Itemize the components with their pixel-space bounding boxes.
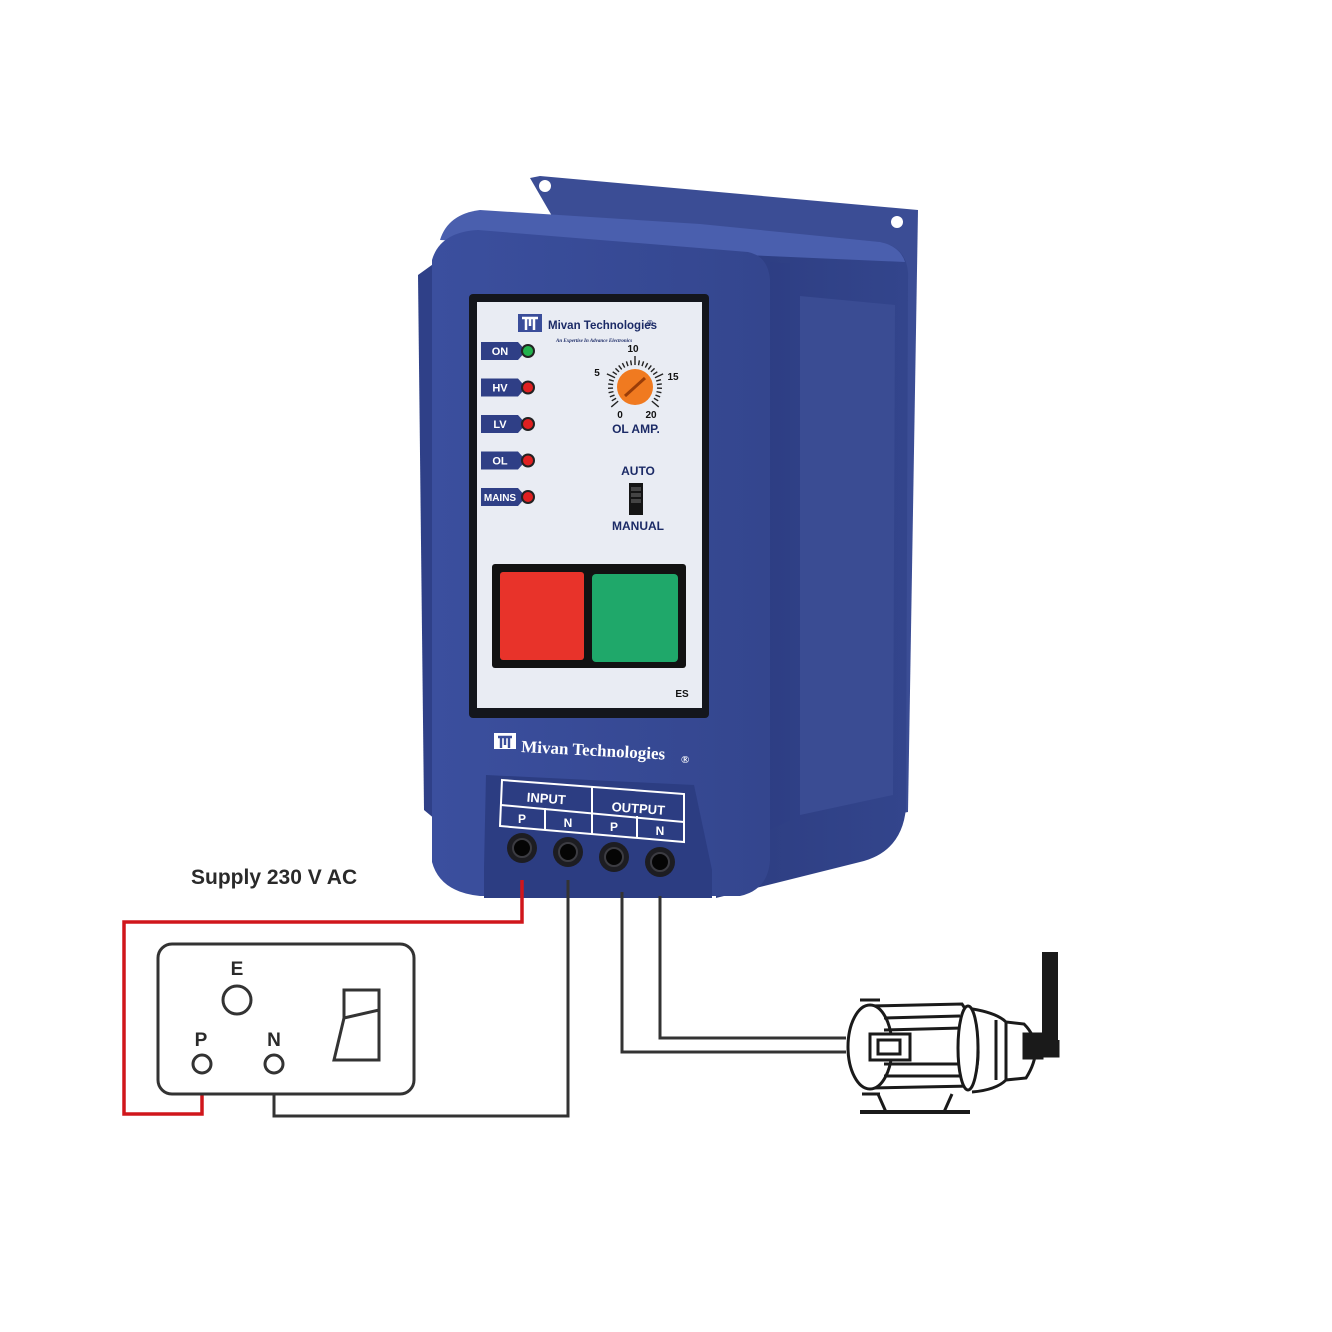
front-panel: Mivan Technologies ® An Expertise In Adv… [469,294,709,718]
switch-auto-label: AUTO [621,464,655,478]
terminal-hole [558,842,578,862]
dial-tick [655,379,662,382]
socket-phase-label: P [195,1030,208,1051]
stop-button[interactable] [500,572,584,660]
dial-tick [647,365,652,370]
terminal-hole [650,852,670,872]
wall-socket: E P N [156,942,416,1096]
body-logo-icon [494,733,516,749]
indicator-label: OL [492,456,508,468]
motor-wire-phase [620,892,846,1054]
dial-tick [644,362,649,368]
indicator-lv: LV [481,415,535,433]
output-label: OUTPUT [611,799,665,818]
terminal-pin-label: P [610,820,618,834]
phase-wire [122,880,524,1116]
indicator-tag [481,415,526,433]
indicator-led [523,492,533,502]
indicator-label: HV [492,383,508,395]
terminal-4[interactable] [645,847,675,877]
dial-tick [610,400,619,408]
indicator-label: ON [492,346,509,358]
panel-tagline: An Expertise In Advance Electronics [555,339,632,344]
dial-tick [653,397,659,402]
socket-earth-label: E [231,959,244,980]
dial-tick [629,360,633,366]
dial-tick [654,373,664,379]
model-label: ES [675,689,689,700]
indicator-label: LV [493,419,507,431]
mount-hole [539,180,551,192]
socket-earth-hole [221,984,253,1016]
terminal-3[interactable] [599,842,629,872]
dial-tick [656,383,662,386]
socket-neutral-hole [263,1053,285,1075]
dial-label: OL AMP. [612,422,660,436]
dial-tick [655,394,661,398]
dial-tick-label: 0 [617,410,623,421]
terminal-2[interactable] [553,837,583,867]
dial-tick [614,367,620,373]
dial-tick-label: 5 [594,368,600,379]
dial-tick [608,383,614,386]
indicator-tag [481,451,526,470]
dial-tick [606,373,616,379]
indicator-led [523,455,533,466]
dial-tick [656,390,662,394]
terminal-pin-label: N [656,824,665,838]
indicator-on: ON [481,342,535,360]
mount-hole [891,216,903,228]
dial-tick [650,367,656,373]
indicator-led [523,382,533,393]
terminal-1[interactable] [507,833,537,863]
dial-tick [608,379,615,382]
panel-brand-name: Mivan Technologies [548,320,657,332]
indicator-tag [481,378,526,397]
input-label: INPUT [526,790,566,808]
indicator-mains: MAINS [481,488,535,506]
brand-logo-icon [518,314,542,332]
terminal-hole [512,838,532,858]
socket-switch-icon[interactable] [332,988,381,1062]
dial-slot [623,376,647,398]
supply-label: Supply 230 V AC [191,866,357,889]
dial-tick [612,371,618,376]
dial-tick [641,361,645,367]
terminal-label-block: INPUT OUTPUT P N P N [498,778,685,844]
socket-neutral-label: N [267,1030,281,1051]
dial-tick-label: 15 [667,372,679,383]
dial-tick [609,394,615,398]
indicator-led [523,346,533,356]
switch-manual-label: MANUAL [612,519,664,533]
ol-amp-dial[interactable]: 5 10 15 0 20 OL AMP. [594,344,679,436]
indicator-label: MAINS [484,493,517,504]
terminal-pin-label: P [518,812,526,826]
dial-tick [618,365,623,370]
dial-tick [621,362,626,368]
socket-phase-hole [191,1053,213,1075]
dial-tick [625,361,629,367]
indicator-tag [481,488,526,506]
auto-manual-switch[interactable] [629,483,643,515]
indicator-ol: OL [481,451,535,470]
dial-tick-label: 10 [627,344,639,355]
dial-tick [608,390,614,394]
panel-registered-mark: ® [647,319,653,328]
start-button[interactable] [592,574,678,662]
indicator-led [523,419,533,429]
dial-tick [611,397,617,402]
dial-tick [637,360,641,366]
terminal-pin-label: N [564,816,573,830]
indicator-hv: HV [481,378,535,397]
dial-tick [652,371,658,376]
body-registered-mark: ® [681,754,689,766]
motor-icon [846,952,1060,1114]
indicator-tag [481,342,526,360]
dial-tick [651,400,660,408]
motor-wire-neutral [658,896,846,1040]
dial-tick-label: 20 [645,410,657,421]
terminal-hole [604,847,624,867]
